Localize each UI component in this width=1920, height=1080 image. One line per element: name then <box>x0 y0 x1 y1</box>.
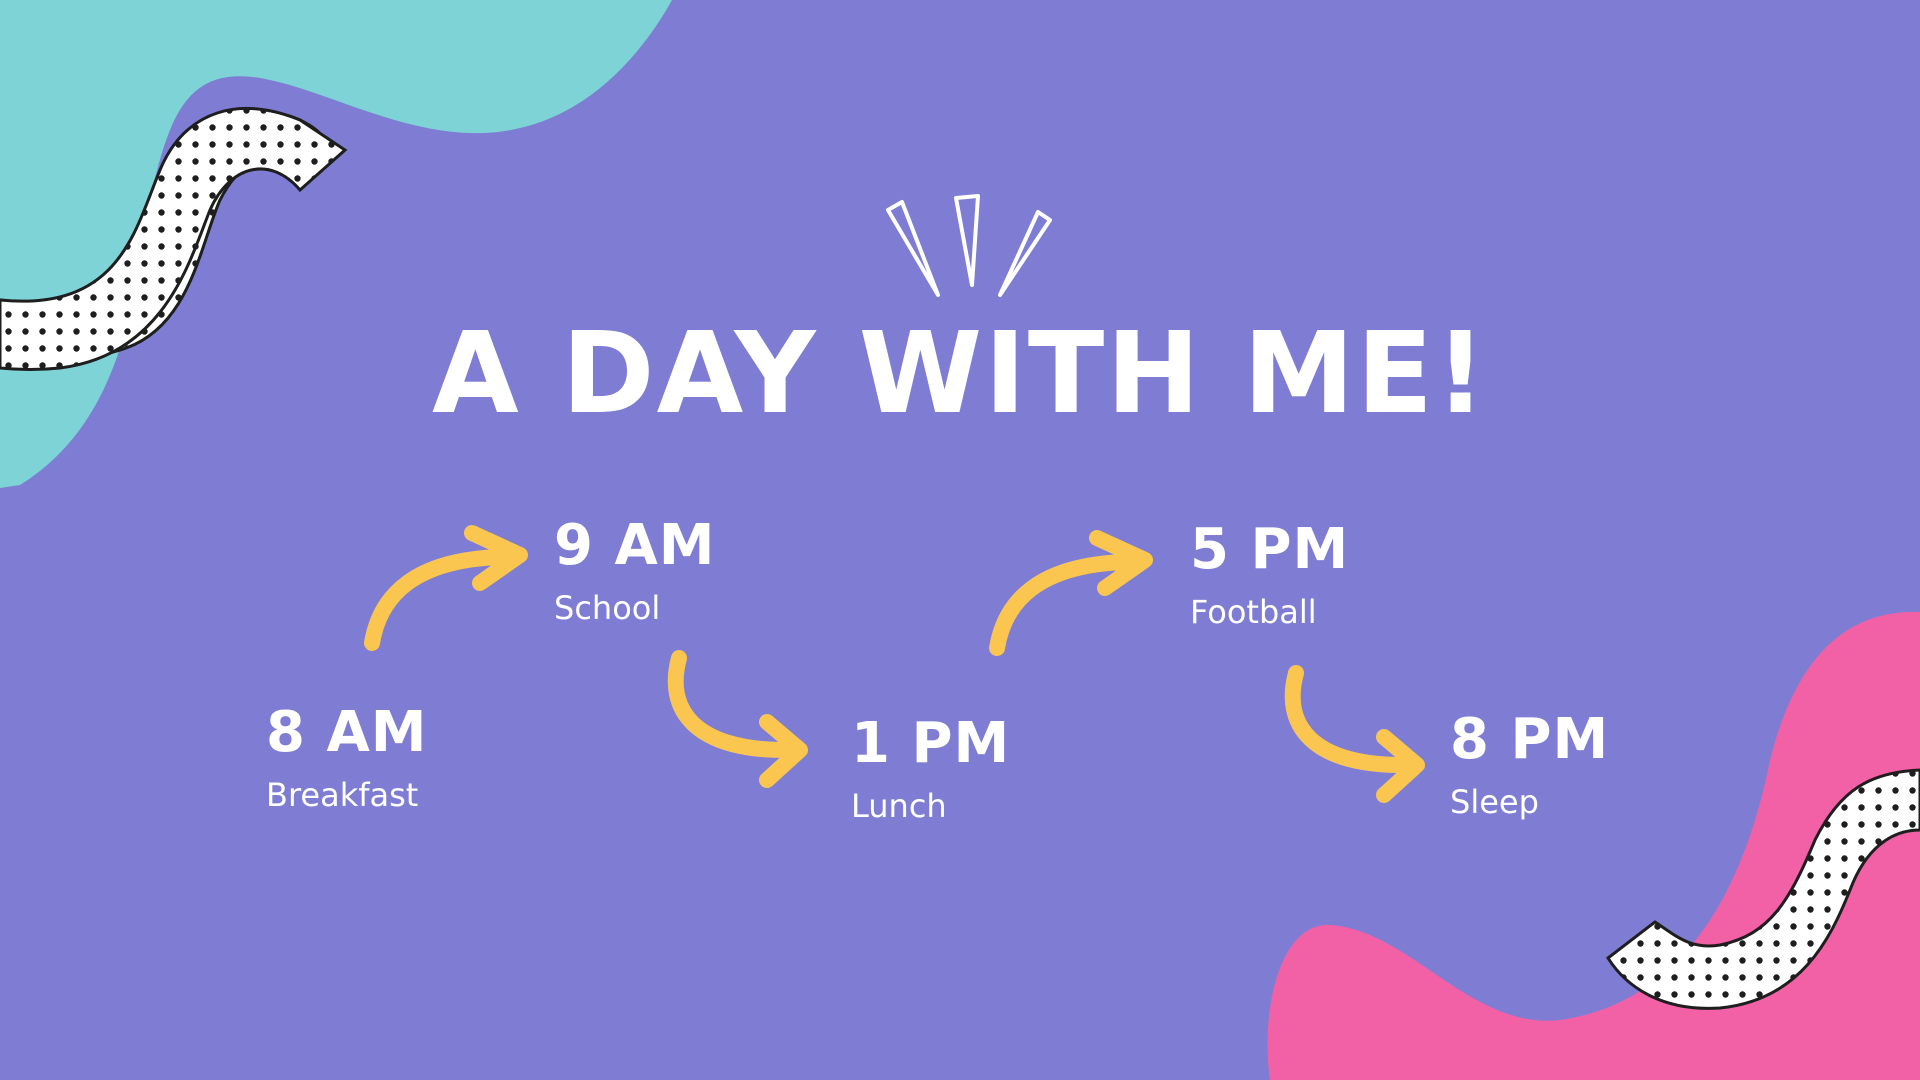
event-time: 1 PM <box>851 711 1011 776</box>
event-sleep: 8 PM Sleep <box>1450 707 1610 821</box>
event-lunch: 1 PM Lunch <box>851 711 1011 825</box>
event-school: 9 AM School <box>554 513 716 627</box>
event-time: 8 PM <box>1450 707 1610 772</box>
sparkle-lines-icon <box>886 194 1052 297</box>
event-time: 8 AM <box>266 700 428 765</box>
teal-blob <box>0 0 672 488</box>
event-time: 5 PM <box>1190 517 1350 582</box>
event-breakfast: 8 AM Breakfast <box>266 700 428 814</box>
curved-arrow-icon <box>667 650 808 788</box>
curved-arrow-icon <box>1284 665 1425 803</box>
event-activity: Sleep <box>1450 783 1539 821</box>
event-activity: Lunch <box>851 787 947 825</box>
event-football: 5 PM Football <box>1190 517 1350 631</box>
event-activity: School <box>554 589 661 627</box>
event-time: 9 AM <box>554 513 716 578</box>
curved-arrow-icon <box>364 525 528 651</box>
page-title: A DAY WITH ME! <box>431 309 1489 439</box>
event-activity: Football <box>1190 593 1317 631</box>
event-activity: Breakfast <box>266 776 419 814</box>
dotted-squiggle-top-left-band <box>0 106 348 371</box>
curved-arrow-icon <box>989 530 1153 656</box>
dotted-squiggle-bottom-right <box>1606 768 1920 1010</box>
